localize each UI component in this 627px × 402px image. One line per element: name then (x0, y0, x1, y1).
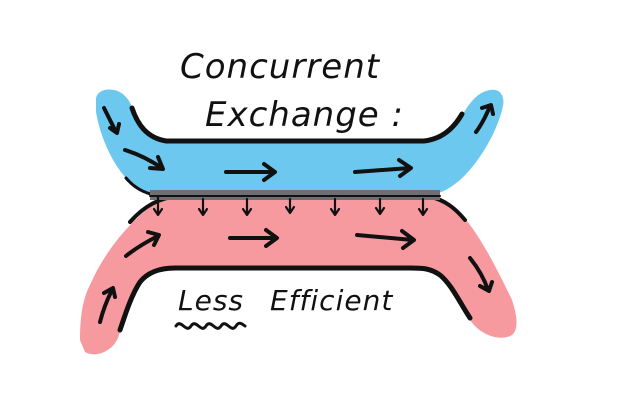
exchange-arrow-6 (374, 197, 386, 216)
exchange-arrow-4 (284, 197, 296, 215)
lower-stream-outline-bottom (117, 265, 473, 333)
upper-arrow-3 (353, 158, 413, 178)
upper-arrow-outlet (474, 103, 495, 134)
caption-word-2: Efficient (270, 284, 393, 317)
lower-stream (80, 194, 517, 355)
upper-arrow-1 (123, 148, 165, 171)
lower-arrow-3 (355, 229, 416, 250)
title-line-1: Concurrent (180, 47, 381, 87)
title-line-2: Exchange : (205, 95, 404, 135)
lower-arrow-1 (124, 230, 161, 258)
exchange-arrow-2 (197, 197, 209, 217)
exchange-arrow-1 (152, 195, 164, 217)
lower-arrow-2 (228, 228, 279, 248)
lower-flow-arrows (98, 228, 494, 324)
lower-arrow-inlet (98, 286, 117, 324)
exchange-arrows (152, 195, 429, 217)
lower-arrow-outlet (468, 256, 494, 293)
upper-arrow-inlet (102, 106, 121, 135)
exchange-arrow-7 (417, 197, 429, 217)
upper-stream-outline-top (129, 105, 465, 144)
exchange-arrow-5 (329, 197, 341, 217)
upper-flow-arrows (102, 103, 495, 182)
upper-arrow-2 (224, 162, 277, 182)
caption-squiggle-underline (174, 321, 247, 330)
caption-word-1: Less (178, 284, 244, 317)
exchange-arrow-3 (241, 197, 253, 217)
